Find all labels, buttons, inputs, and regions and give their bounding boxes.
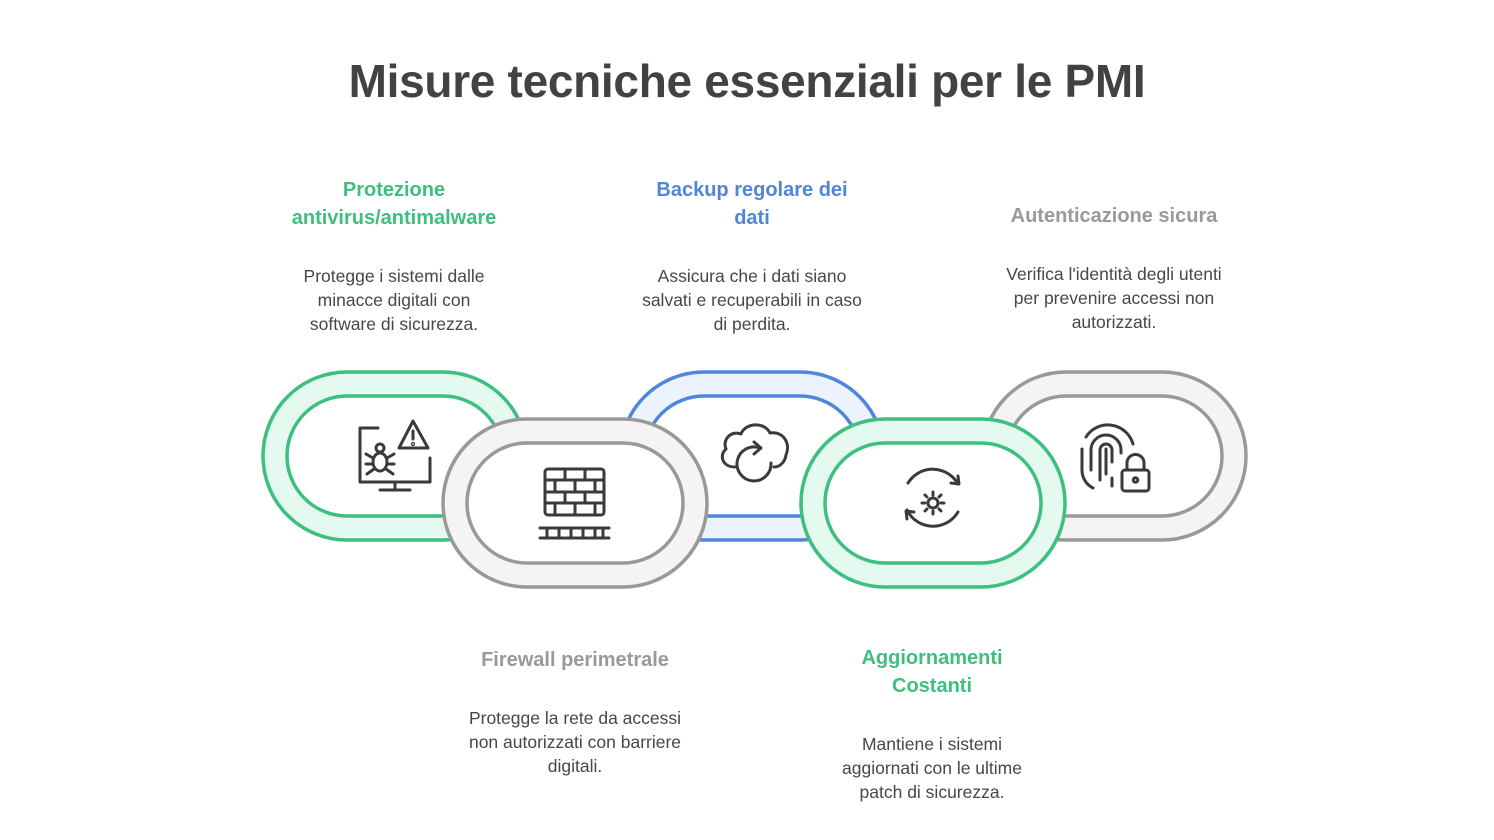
item-description: Verifica l'identità degli utenti per pre… [1006,264,1222,332]
item-card-updates: Aggiornamenti Costanti Mantiene i sistem… [782,644,1082,804]
item-card-firewall: Firewall perimetrale Protegge la rete da… [425,646,725,778]
brick-wall-icon [538,467,611,540]
bug-monitor-warning-icon [358,419,432,492]
fingerprint-lock-icon [1080,423,1151,493]
item-description: Protegge la rete da accessi non autorizz… [468,708,682,776]
chain-link-gear-refresh [799,417,1067,589]
page-title: Misure tecniche essenziali per le PMI [348,55,1146,107]
item-title: Firewall perimetrale [481,649,669,671]
item-title: Backup regolare dei dati [656,179,848,229]
item-description: Mantiene i sistemi aggiornati con le ult… [842,734,1022,802]
item-card-antivirus: Protezione antivirus/antimalware Protegg… [244,176,544,336]
cloud-sync-icon [720,423,789,483]
item-card-backup: Backup regolare dei dati Assicura che i … [602,176,902,336]
item-title: Autenticazione sicura [1010,205,1218,227]
item-description: Assicura che i dati siano salvati e recu… [642,266,862,334]
gear-refresh-icon [904,467,961,528]
item-description: Protegge i sistemi dalle minacce digital… [303,266,485,334]
item-title: Protezione antivirus/antimalware [291,179,497,229]
item-card-authentication: Autenticazione sicura Verifica l'identit… [964,202,1264,334]
item-title: Aggiornamenti Costanti [861,647,1003,697]
